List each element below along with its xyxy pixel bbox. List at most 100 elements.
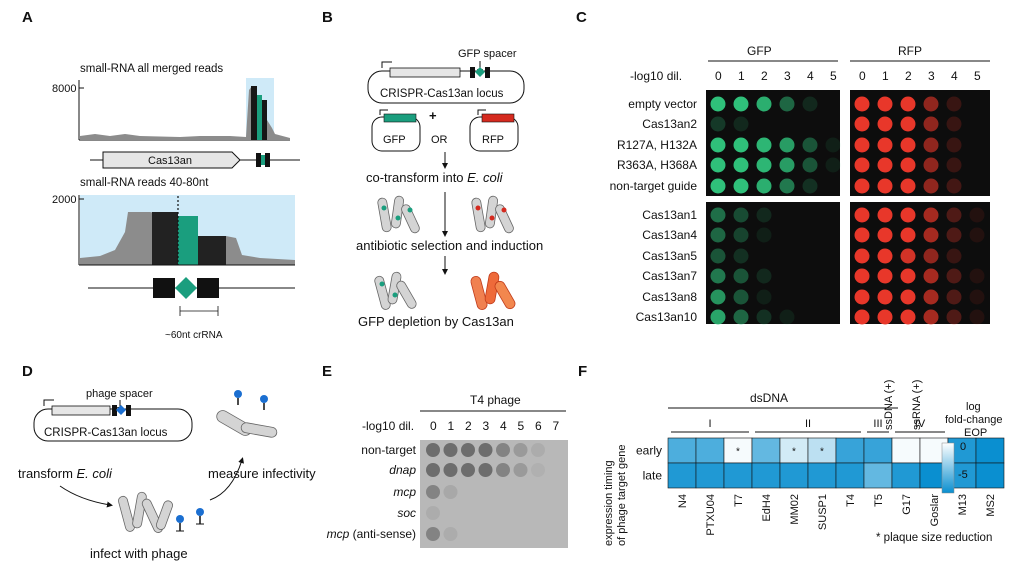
spot xyxy=(802,137,818,153)
spot xyxy=(854,207,870,223)
spot xyxy=(733,227,749,243)
dsdna-label: dsDNA xyxy=(750,391,788,405)
rfp-dil-2: 2 xyxy=(905,69,912,83)
legend-title-3: EOP xyxy=(964,427,987,439)
e-row-label: mcp xyxy=(393,485,416,499)
c-row-label: Cas13an10 xyxy=(636,310,698,324)
spot xyxy=(854,248,870,264)
spot xyxy=(969,309,985,325)
heatmap-cell xyxy=(667,462,697,489)
panel-f-label: F xyxy=(578,363,587,380)
f-col-label: PTXU04 xyxy=(705,494,717,536)
plaque-spot xyxy=(426,463,440,477)
gfp-plasmid-label: GFP xyxy=(383,134,406,146)
e-plaque-spots xyxy=(426,443,545,541)
heatmap-cell xyxy=(667,437,697,464)
spot xyxy=(854,289,870,305)
spot xyxy=(802,96,818,112)
spot xyxy=(923,227,939,243)
plaque-spot xyxy=(478,443,493,457)
spot xyxy=(946,309,962,325)
cas13an-gene-arrow xyxy=(102,151,241,169)
panel-b-locus-label: CRISPR-Cas13an locus xyxy=(380,88,504,100)
panel-b: B GFP spacer CRISPR-Cas13an locus + GFP … xyxy=(322,9,543,329)
plaque-spot xyxy=(426,485,440,499)
plaque-spot xyxy=(426,506,440,520)
gfp-plate-group2 xyxy=(706,202,840,324)
panel-a-top-ytick: 8000 xyxy=(52,83,76,95)
phage-icons-bottom xyxy=(176,508,204,532)
spot xyxy=(900,178,916,194)
c-row-label: empty vector xyxy=(628,97,697,111)
spot xyxy=(877,248,893,264)
panel-a-top-title: small-RNA all merged reads xyxy=(80,63,223,75)
cells-rfp-1 xyxy=(471,195,514,234)
spot xyxy=(946,227,962,243)
spot xyxy=(946,96,962,112)
spot xyxy=(946,137,962,153)
rfp-dil-3: 3 xyxy=(928,69,935,83)
spot xyxy=(923,116,939,132)
spot xyxy=(802,157,818,173)
f-yaxis-line2: of phage target gene xyxy=(616,444,628,546)
f-col-label: T7 xyxy=(733,494,745,507)
plaque-spot xyxy=(496,443,510,457)
plaque-spot xyxy=(443,443,458,457)
spot xyxy=(854,116,870,132)
spot xyxy=(710,227,726,243)
spot xyxy=(733,178,749,194)
or-label: OR xyxy=(431,134,448,146)
c-row-label: Cas13an2 xyxy=(642,117,697,131)
spot-assay-spots xyxy=(710,96,985,325)
heatmap-cell xyxy=(695,462,725,489)
spot xyxy=(923,289,939,305)
panel-c-label: C xyxy=(576,9,587,26)
spot xyxy=(733,96,749,112)
spot xyxy=(877,207,893,223)
heatmap-cell xyxy=(723,437,753,464)
heatmap-cell xyxy=(975,462,1005,489)
plaque-spot xyxy=(443,463,458,477)
c-row-label: Cas13an4 xyxy=(642,228,697,242)
spot xyxy=(946,207,962,223)
spot xyxy=(946,289,962,305)
e-dil-4: 4 xyxy=(500,419,507,433)
f-col-label: EdH4 xyxy=(761,494,773,522)
plaque-spot xyxy=(443,527,458,541)
panel-c-dil-label: -log10 dil. xyxy=(630,69,682,83)
spot xyxy=(900,309,916,325)
rfp-plasmid-label: RFP xyxy=(482,134,504,146)
f-col-label: MM02 xyxy=(789,494,801,525)
spot xyxy=(854,137,870,153)
spot xyxy=(710,157,726,173)
spot xyxy=(756,227,772,243)
ssdna-label: ssDNA (+) xyxy=(883,380,895,430)
e-dil-2: 2 xyxy=(465,419,472,433)
heatmap-cell xyxy=(891,437,921,464)
step-co-transform: co-transform into E. coli xyxy=(366,170,504,185)
spot xyxy=(900,227,916,243)
plaque-spot xyxy=(513,463,528,477)
rfp-dil-0: 0 xyxy=(859,69,866,83)
spot xyxy=(779,178,795,194)
spot xyxy=(779,309,795,325)
spot xyxy=(923,137,939,153)
plaque-spot xyxy=(426,443,440,457)
panel-d-label: D xyxy=(22,363,33,380)
spot xyxy=(825,157,841,173)
plaque-spot xyxy=(496,463,510,477)
heatmap-cell xyxy=(975,437,1005,464)
spot xyxy=(900,268,916,284)
plaque-spot xyxy=(443,485,458,499)
cells-infected xyxy=(216,390,278,438)
spot xyxy=(756,178,772,194)
spot xyxy=(900,248,916,264)
spot xyxy=(923,268,939,284)
spot xyxy=(877,137,893,153)
legend-tick-5: -5 xyxy=(958,469,968,481)
